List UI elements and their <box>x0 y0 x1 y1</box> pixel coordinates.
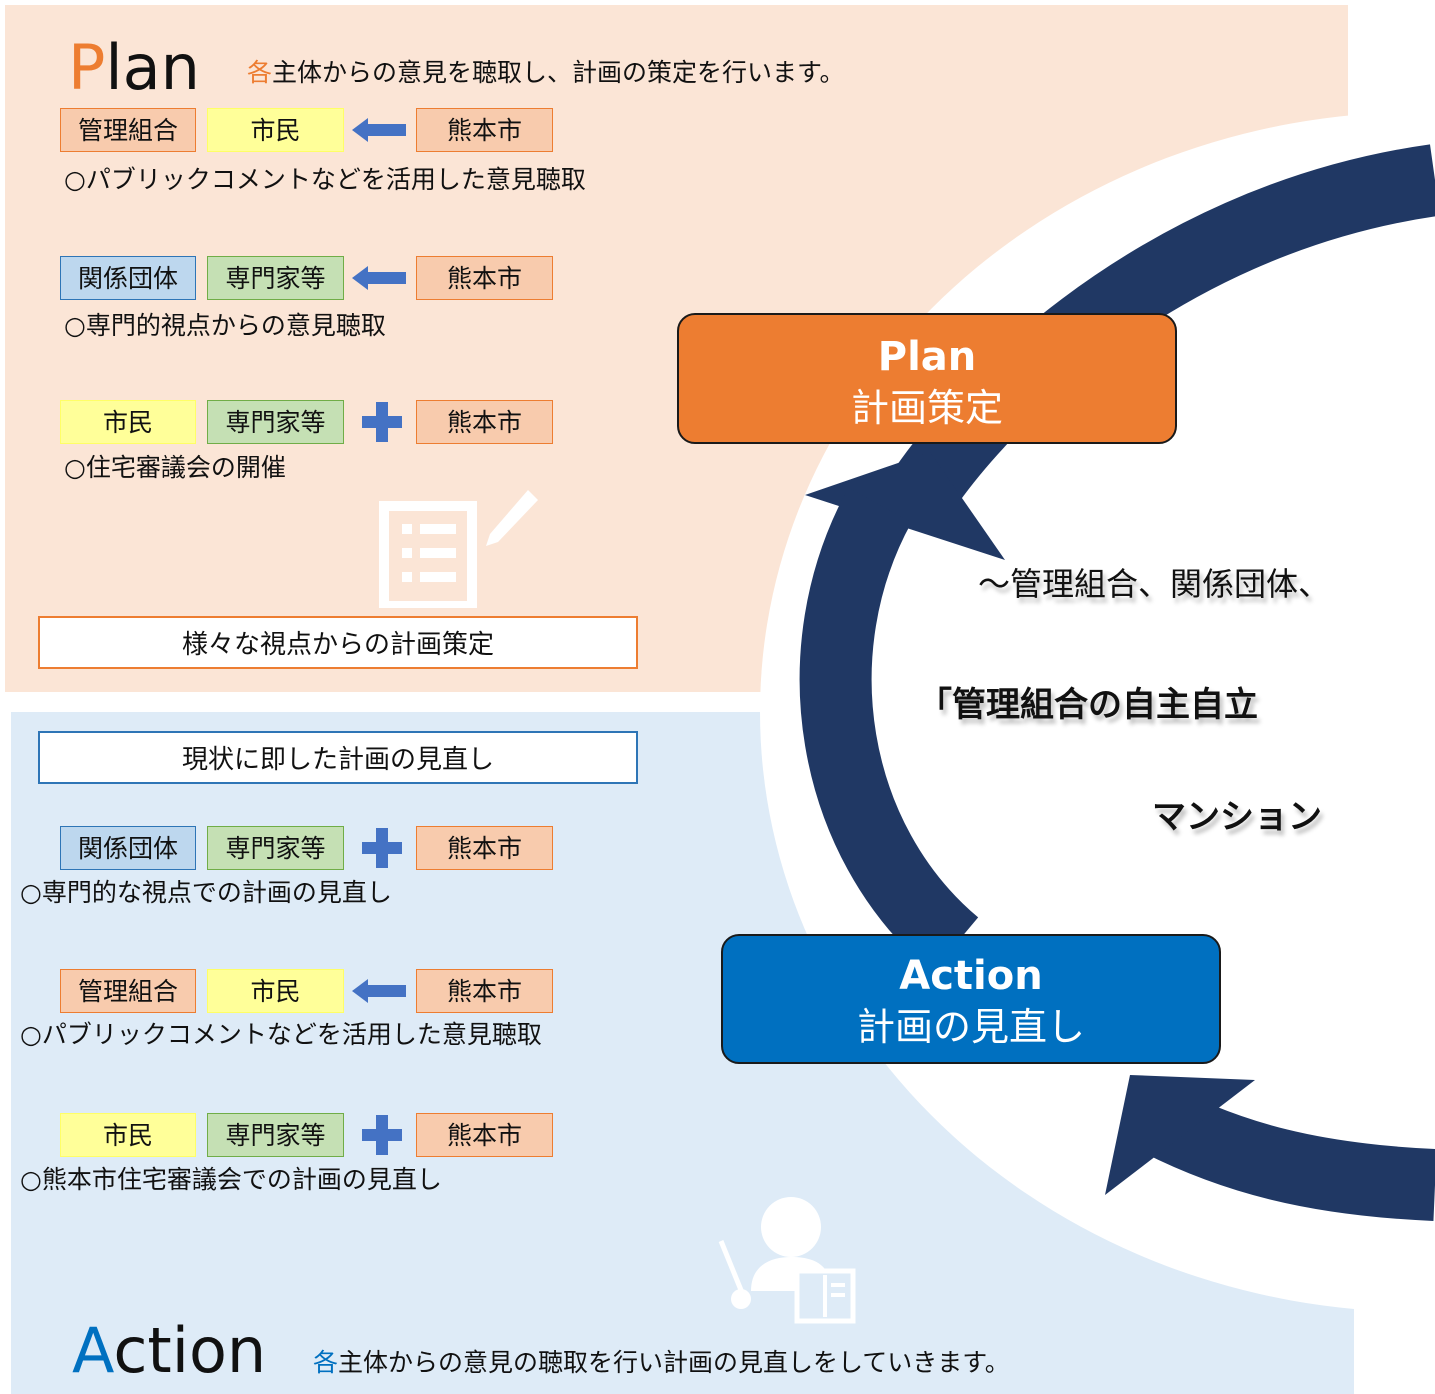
plan-phase-title: Plan <box>877 334 977 380</box>
plan-desc-rest: 主体からの意見を聴取し、計画の策定を行います。 <box>272 58 845 87</box>
action-title: Action <box>72 1320 266 1382</box>
plan-row1-note: ○パブリックコメントなどを活用した意見聴取 <box>64 165 586 194</box>
action-row3-tag1: 市民 <box>60 1113 196 1157</box>
checklist-pencil-icon <box>379 490 538 608</box>
plus-icon <box>362 828 402 868</box>
plan-phase-subtitle: 計画策定 <box>850 386 1003 430</box>
action-row2-tag2: 市民 <box>207 969 344 1013</box>
action-row2-tag3: 熊本市 <box>416 969 553 1013</box>
plan-row1-tag2: 市民 <box>207 108 344 152</box>
plan-row2-note: ○専門的視点からの意見聴取 <box>64 311 386 340</box>
plan-title-rest: lan <box>105 31 200 104</box>
plan-title-first: P <box>68 31 106 104</box>
cycle-text-line2: 「管理組合の自主自立 <box>918 685 1258 725</box>
plus-icon <box>362 1115 402 1155</box>
action-title-first: A <box>72 1314 114 1387</box>
plan-row3-tag1: 市民 <box>60 400 196 444</box>
plan-row3-tag2: 専門家等 <box>207 400 344 444</box>
action-phase-title: Action <box>899 953 1043 999</box>
action-desc-rest: 主体からの意見の聴取を行い計画の見直しをしていきます。 <box>338 1348 1010 1377</box>
plan-row2-tag2: 専門家等 <box>207 256 344 300</box>
plan-row3-note: ○住宅審議会の開催 <box>64 453 286 482</box>
plan-title: Plan <box>68 37 200 99</box>
action-description: 各主体からの意見の聴取を行い計画の見直しをしていきます。 <box>313 1350 1010 1375</box>
cycle-text-line1: ～管理組合、関係団体、 <box>978 565 1331 603</box>
plan-row1-tag3: 熊本市 <box>416 108 553 152</box>
plan-bottom-label: 様々な視点からの計画策定 <box>38 616 638 669</box>
action-row1-tag1: 関係団体 <box>60 826 196 870</box>
cycle-text-line3: マンション <box>1152 797 1322 837</box>
plus-icon <box>362 402 402 442</box>
arrow-left-icon <box>352 266 406 290</box>
plan-phase-box: Plan 計画策定 <box>677 313 1177 444</box>
action-desc-first: 各 <box>313 1348 339 1377</box>
action-row2-tag1: 管理組合 <box>60 969 196 1013</box>
plan-row2-tag1: 関係団体 <box>60 256 196 300</box>
action-row1-note: ○専門的な視点での計画の見直し <box>20 878 392 907</box>
arrow-left-icon <box>352 979 406 1003</box>
plan-description: 各主体からの意見を聴取し、計画の策定を行います。 <box>247 60 845 85</box>
action-row1-tag3: 熊本市 <box>416 826 553 870</box>
action-row3-tag2: 専門家等 <box>207 1113 344 1157</box>
arrow-left-icon <box>352 118 406 142</box>
action-row1-tag2: 専門家等 <box>207 826 344 870</box>
action-row3-tag3: 熊本市 <box>416 1113 553 1157</box>
plan-desc-first: 各 <box>247 58 273 87</box>
action-phase-subtitle: 計画の見直し <box>856 1005 1085 1049</box>
action-top-label: 現状に即した計画の見直し <box>38 731 638 784</box>
action-row3-note: ○熊本市住宅審議会での計画の見直し <box>20 1165 442 1194</box>
action-title-rest: ction <box>113 1314 267 1387</box>
action-row2-note: ○パブリックコメントなどを活用した意見聴取 <box>20 1020 542 1049</box>
plan-row2-tag3: 熊本市 <box>416 256 553 300</box>
teacher-icon <box>718 1197 856 1324</box>
plan-row1-tag1: 管理組合 <box>60 108 196 152</box>
plan-row3-tag3: 熊本市 <box>416 400 553 444</box>
action-phase-box: Action 計画の見直し <box>721 934 1221 1064</box>
